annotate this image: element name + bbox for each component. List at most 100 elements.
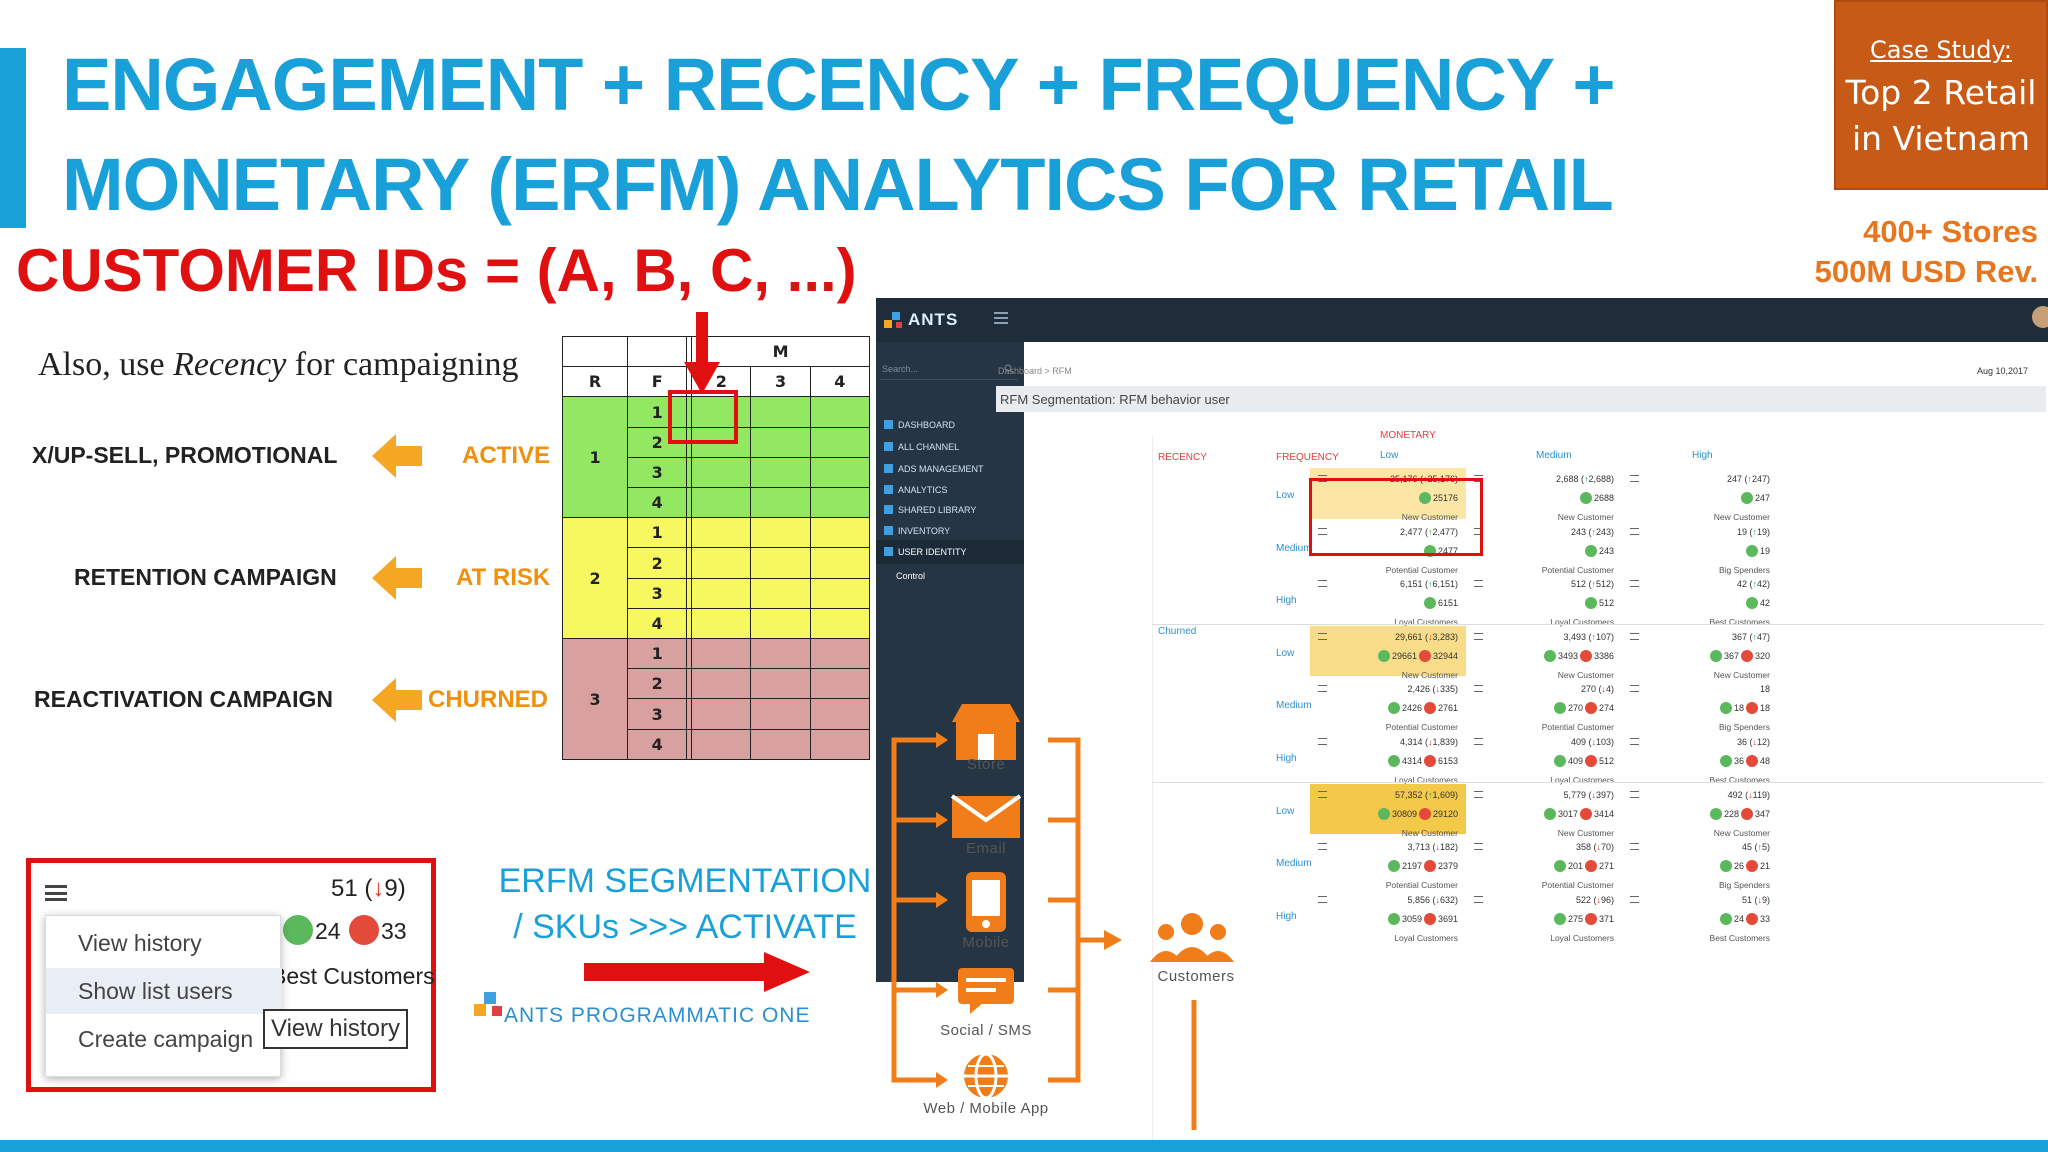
exit-icon[interactable] <box>1418 807 1431 820</box>
list-icon[interactable] <box>1630 895 1639 903</box>
list-icon[interactable] <box>1318 895 1327 903</box>
sidebar-item-user-identity[interactable]: USER IDENTITY <box>884 547 967 557</box>
search-icon[interactable] <box>1004 364 1014 374</box>
enter-icon[interactable] <box>1418 492 1431 504</box>
list-icon[interactable] <box>1318 632 1327 640</box>
list-icon[interactable] <box>1474 685 1483 693</box>
enter-icon[interactable] <box>1387 702 1400 715</box>
enter-icon[interactable] <box>1543 649 1556 662</box>
enter-icon[interactable] <box>1377 649 1390 662</box>
enter-icon[interactable] <box>1377 807 1390 820</box>
list-icon[interactable] <box>1630 685 1639 693</box>
avatar[interactable] <box>2032 306 2048 328</box>
exit-icon[interactable] <box>1745 755 1758 767</box>
sidebar-item-all-channel[interactable]: ALL CHANNEL <box>884 442 959 452</box>
list-icon[interactable] <box>1318 843 1327 851</box>
list-icon[interactable] <box>1474 843 1483 851</box>
exit-icon[interactable] <box>1584 912 1597 925</box>
exit-icon[interactable] <box>1418 649 1431 662</box>
enter-icon[interactable] <box>1745 544 1758 557</box>
exit-icon[interactable] <box>1584 860 1597 873</box>
list-icon[interactable] <box>1474 895 1483 903</box>
sidebar-item-analytics[interactable]: ANALYTICS <box>884 485 947 495</box>
list-icon[interactable] <box>1474 580 1483 588</box>
hamburger-icon[interactable] <box>994 312 1008 324</box>
list-icon[interactable] <box>1474 475 1483 482</box>
list-icon[interactable] <box>45 885 67 901</box>
sidebar-item-ads-management[interactable]: ADS MANAGEMENT <box>884 464 984 474</box>
enter-icon[interactable] <box>1553 755 1566 767</box>
exit-icon[interactable] <box>1579 649 1592 662</box>
exit-icon[interactable] <box>1423 860 1436 873</box>
exit-icon[interactable] <box>1745 912 1758 925</box>
list-icon[interactable] <box>1630 843 1639 851</box>
enter-icon[interactable] <box>1553 702 1566 715</box>
list-icon[interactable] <box>1474 738 1483 745</box>
list-icon[interactable] <box>1474 790 1483 798</box>
sidebar-item-dashboard[interactable]: DASHBOARD <box>884 420 955 430</box>
sidebar-item-shared-library[interactable]: SHARED LIBRARY <box>884 505 976 515</box>
enter-icon[interactable] <box>1584 597 1597 610</box>
list-icon[interactable] <box>1630 475 1639 482</box>
exit-icon[interactable] <box>1423 702 1436 715</box>
menu-item-show-list-users[interactable]: Show list users <box>46 968 282 1014</box>
enter-icon[interactable] <box>1553 912 1566 925</box>
enter-icon[interactable] <box>1423 597 1436 610</box>
exit-icon[interactable] <box>1584 755 1597 767</box>
list-icon[interactable] <box>1474 632 1483 640</box>
enter-icon[interactable] <box>1584 544 1597 557</box>
exit-icon[interactable] <box>1745 702 1758 715</box>
enter-icon[interactable] <box>1387 912 1400 925</box>
exit-icon[interactable] <box>1584 702 1597 715</box>
list-icon[interactable] <box>1318 790 1327 798</box>
sidebar-item-control[interactable]: Control <box>896 571 925 581</box>
exit-icon[interactable] <box>348 915 379 945</box>
sidebar-search[interactable]: Search... <box>880 358 1018 380</box>
list-icon[interactable] <box>1474 527 1483 535</box>
list-icon[interactable] <box>1318 580 1327 588</box>
enter-icon[interactable] <box>1719 755 1732 767</box>
exit-icon[interactable] <box>1740 649 1753 662</box>
enter-icon[interactable] <box>1719 702 1732 715</box>
exit-icon[interactable] <box>1423 912 1436 925</box>
enter-icon[interactable] <box>1553 860 1566 873</box>
list-icon[interactable] <box>1630 632 1639 640</box>
list-icon[interactable] <box>1630 738 1639 745</box>
enter-icon[interactable] <box>1709 649 1722 662</box>
exit-icon[interactable] <box>1740 807 1753 820</box>
exit-icon[interactable] <box>1423 755 1436 767</box>
list-icon[interactable] <box>1630 527 1639 535</box>
exit-icon[interactable] <box>1745 860 1758 873</box>
list-icon[interactable] <box>1318 527 1327 535</box>
enter-icon[interactable] <box>1543 807 1556 820</box>
enter-icon[interactable] <box>1387 755 1400 767</box>
enter-icon[interactable] <box>283 915 313 945</box>
enter-icon[interactable] <box>1719 860 1732 873</box>
